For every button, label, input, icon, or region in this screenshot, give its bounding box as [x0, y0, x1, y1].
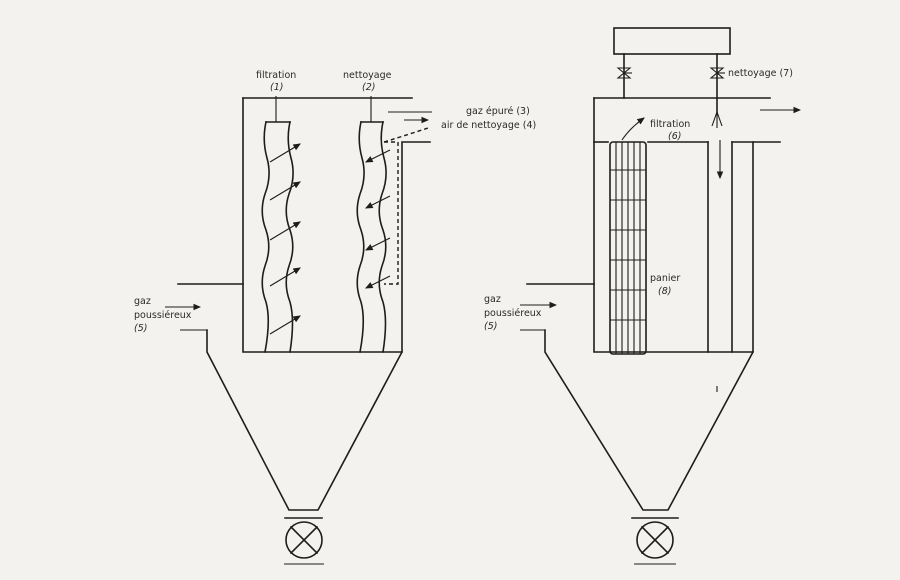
filter-bag-2-right-edge — [378, 121, 387, 353]
left-rotary-valve-icon — [285, 521, 323, 559]
right-rotary-valve-icon — [636, 521, 674, 559]
left-hopper — [206, 329, 404, 511]
valve-2-icon — [709, 67, 725, 79]
right-filter-unit: nettoyage (7) filtration (6) panier (8) … — [484, 27, 802, 565]
left-inlet-dusty-label: poussiéreux — [134, 310, 192, 321]
left-cleaning-label: nettoyage — [343, 70, 392, 81]
right-filtration-number: (6) — [668, 131, 681, 142]
filter-basket — [609, 141, 647, 355]
cleaning-tube — [707, 140, 733, 392]
left-inlet-gas-label: gaz — [134, 296, 151, 307]
cleaning-air-label: air de nettoyage (4) — [441, 120, 536, 131]
right-filtration-label: filtration — [650, 119, 690, 130]
right-cleaning-label: nettoyage (7) — [728, 68, 793, 79]
right-hopper — [544, 329, 755, 511]
filtration-arrow — [621, 117, 645, 141]
right-inlet-number: (5) — [484, 321, 497, 332]
left-filter-unit: filtration (1) nettoyage (2) gaz épuré (… — [134, 70, 536, 565]
right-inlet-gas-label: gaz — [484, 294, 501, 305]
cleaning-air-lead — [383, 127, 429, 143]
left-inlet-number: (5) — [134, 323, 147, 334]
basket-label: panier — [650, 273, 680, 284]
cleaning-flow-arrows — [365, 149, 391, 289]
filter-bag-2-left-edge — [356, 121, 365, 353]
cleaning-nozzle-icon — [711, 111, 723, 128]
clean-gas-label: gaz épuré (3) — [466, 106, 530, 117]
left-filtration-label: filtration — [256, 70, 296, 81]
cleaning-air-path — [384, 141, 399, 285]
filter-bag-1-left-edge — [261, 121, 270, 353]
valve-1-icon — [616, 67, 632, 79]
filter-bag-1-right-edge — [285, 121, 294, 353]
right-inlet-dusty-label: poussiéreux — [484, 308, 542, 319]
left-filtration-number: (1) — [270, 82, 283, 93]
filtration-flow-arrows — [269, 143, 301, 335]
basket-number: (8) — [658, 286, 671, 297]
left-housing — [242, 97, 431, 353]
left-cleaning-number: (2) — [362, 82, 375, 93]
compressed-air-header — [613, 27, 731, 55]
